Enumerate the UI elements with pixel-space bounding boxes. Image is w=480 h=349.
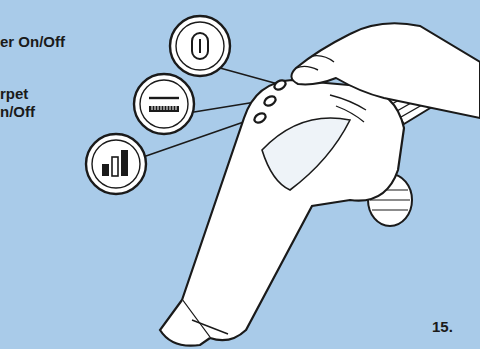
- carpet-icon: [134, 74, 194, 134]
- hand: [291, 23, 480, 118]
- power-icon: [170, 16, 230, 76]
- power-level-icon: [86, 134, 146, 194]
- handle-body: [160, 79, 404, 346]
- callout-label: er On/Off: [0, 33, 130, 51]
- leader-line: [220, 68, 278, 84]
- callout-label: rpet n/Off: [0, 85, 50, 121]
- figure-number: 15.: [432, 318, 476, 336]
